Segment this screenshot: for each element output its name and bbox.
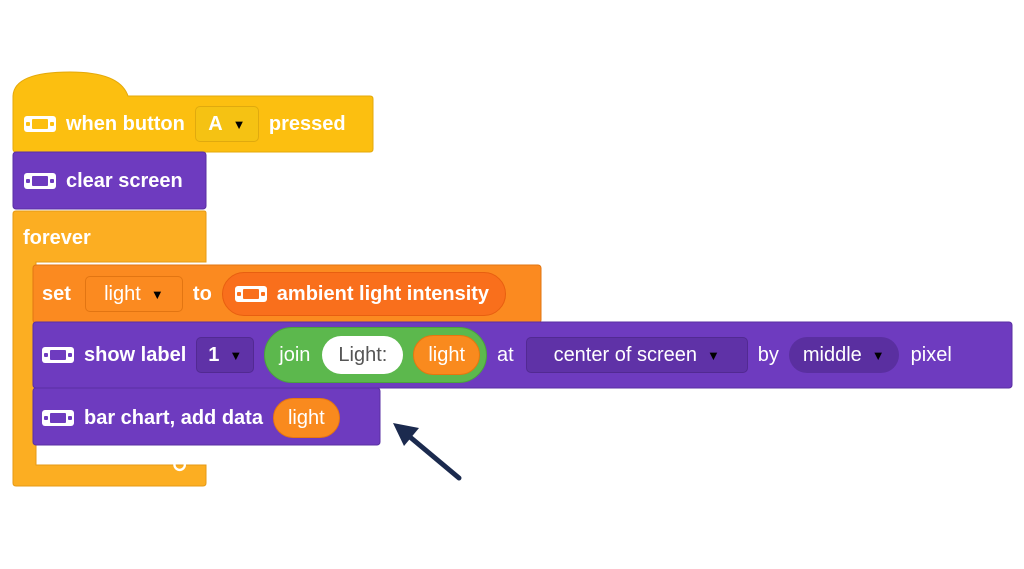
caret-down-icon: ▼	[229, 347, 243, 363]
at-label: at	[497, 343, 514, 366]
set-block: set light ▼ to ambient light intensity	[42, 272, 507, 316]
to-label: to	[192, 282, 212, 305]
caret-down-icon: ▼	[232, 116, 246, 132]
bar-chart-value: light	[287, 406, 325, 429]
bar-chart-block: bar chart, add data light	[42, 396, 340, 440]
variable-dropdown[interactable]: light ▼	[84, 276, 183, 312]
label-index-dropdown[interactable]: 1 ▼	[196, 337, 255, 373]
align-value: middle	[802, 343, 862, 366]
pixel-label: pixel	[910, 343, 952, 366]
ambient-light-label: ambient light intensity	[276, 282, 490, 305]
set-label: set	[42, 282, 71, 305]
button-value: A	[208, 112, 223, 135]
join-reporter[interactable]: join Light: light	[264, 327, 488, 383]
forever-block-shape[interactable]	[12, 210, 207, 487]
clear-screen-block: clear screen	[24, 161, 183, 201]
device-icon	[24, 173, 56, 189]
button-dropdown[interactable]: A ▼	[194, 106, 259, 142]
device-icon	[42, 410, 74, 426]
by-label: by	[757, 343, 779, 366]
show-label-label: show label	[84, 343, 187, 366]
clear-screen-block-shape[interactable]	[12, 151, 207, 210]
forever-label-row: forever	[23, 226, 91, 250]
hat-block: when button A ▼ pressed	[24, 104, 346, 144]
join-text-input[interactable]: Light:	[322, 336, 404, 374]
when-button-label: when button	[66, 112, 185, 135]
device-icon	[234, 286, 267, 302]
caret-down-icon: ▼	[150, 286, 164, 302]
label-index-value: 1	[208, 343, 220, 366]
light-variable-reporter[interactable]: light	[413, 335, 481, 375]
light-variable-label: light	[428, 343, 466, 366]
caret-down-icon: ▼	[706, 347, 720, 363]
device-icon	[42, 347, 74, 363]
show-label-block: show label 1 ▼ join Light: light at cent…	[42, 327, 952, 383]
device-icon	[24, 116, 56, 132]
caret-down-icon: ▼	[871, 347, 885, 363]
position-value: center of screen	[553, 343, 697, 366]
bar-chart-label: bar chart, add data	[84, 406, 263, 429]
ambient-light-reporter[interactable]: ambient light intensity	[221, 272, 507, 316]
align-dropdown[interactable]: middle ▼	[788, 337, 899, 373]
bar-chart-value-reporter[interactable]: light	[272, 398, 340, 438]
forever-label: forever	[23, 226, 91, 249]
join-label: join	[279, 343, 311, 366]
pointer-arrow-icon	[393, 423, 462, 481]
clear-screen-label: clear screen	[66, 169, 183, 192]
pressed-label: pressed	[268, 112, 346, 135]
variable-value: light	[104, 282, 141, 305]
loop-arrow-icon: ↻	[171, 454, 188, 477]
position-dropdown[interactable]: center of screen ▼	[525, 337, 748, 373]
